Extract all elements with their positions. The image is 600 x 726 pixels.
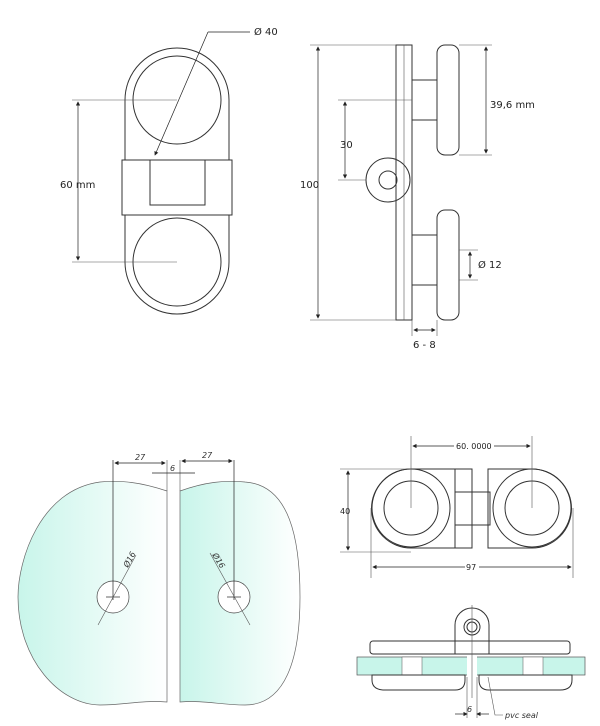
clamp-insert (401, 656, 423, 676)
gap-label: 6 (467, 705, 472, 714)
hinge-body (121, 159, 233, 216)
knuckle (365, 157, 411, 203)
bottom-stem (411, 234, 438, 286)
seal-label: pvc seal (504, 711, 539, 720)
top-plates (369, 640, 571, 655)
right-offset-label: 27 (202, 451, 213, 460)
seal-leader (487, 676, 503, 716)
left-offset-label: 27 (135, 453, 146, 462)
left-glass-panel (17, 480, 168, 706)
clamp-insert (522, 656, 544, 676)
diameter-leader (97, 554, 137, 626)
hinge-knuckle (455, 468, 491, 549)
knuckle-pin (378, 170, 398, 190)
width-label: 97 (466, 563, 476, 572)
diameter-leader (209, 552, 251, 626)
cap-label: 39,6 mm (490, 100, 535, 111)
gap-label: 6 (170, 464, 175, 473)
spacing-label: 60. 0000 (456, 442, 492, 451)
bottom-clamp-outline (124, 214, 230, 315)
label-bg (465, 562, 479, 572)
right-lower-cap (478, 674, 573, 691)
height-label: 40 (340, 507, 350, 516)
height-label: 100 (300, 180, 319, 191)
diameter-leader (154, 31, 209, 156)
side-view: 100 30 39,6 mm Ø 12 6 - 8 (300, 44, 535, 351)
spacing-label: 60 mm (60, 180, 95, 191)
top-stem (411, 79, 438, 121)
glass-label: 6 - 8 (413, 340, 436, 351)
left-lower-cap (371, 674, 466, 691)
label-bg (454, 440, 494, 451)
top-view: 60. 0000 40 97 (340, 436, 574, 578)
glass-view: Ø16 Ø16 27 27 6 (17, 451, 301, 706)
bottom-cap (436, 209, 460, 321)
top-clamp-outline (124, 47, 230, 161)
hole-label: Ø 12 (478, 259, 502, 271)
front-view: Ø 40 60 mm (60, 26, 278, 315)
diameter-label: Ø 40 (254, 26, 278, 38)
section-view: 6 pvc seal (356, 605, 586, 720)
offset-label: 30 (340, 140, 353, 151)
top-cap (436, 44, 460, 156)
